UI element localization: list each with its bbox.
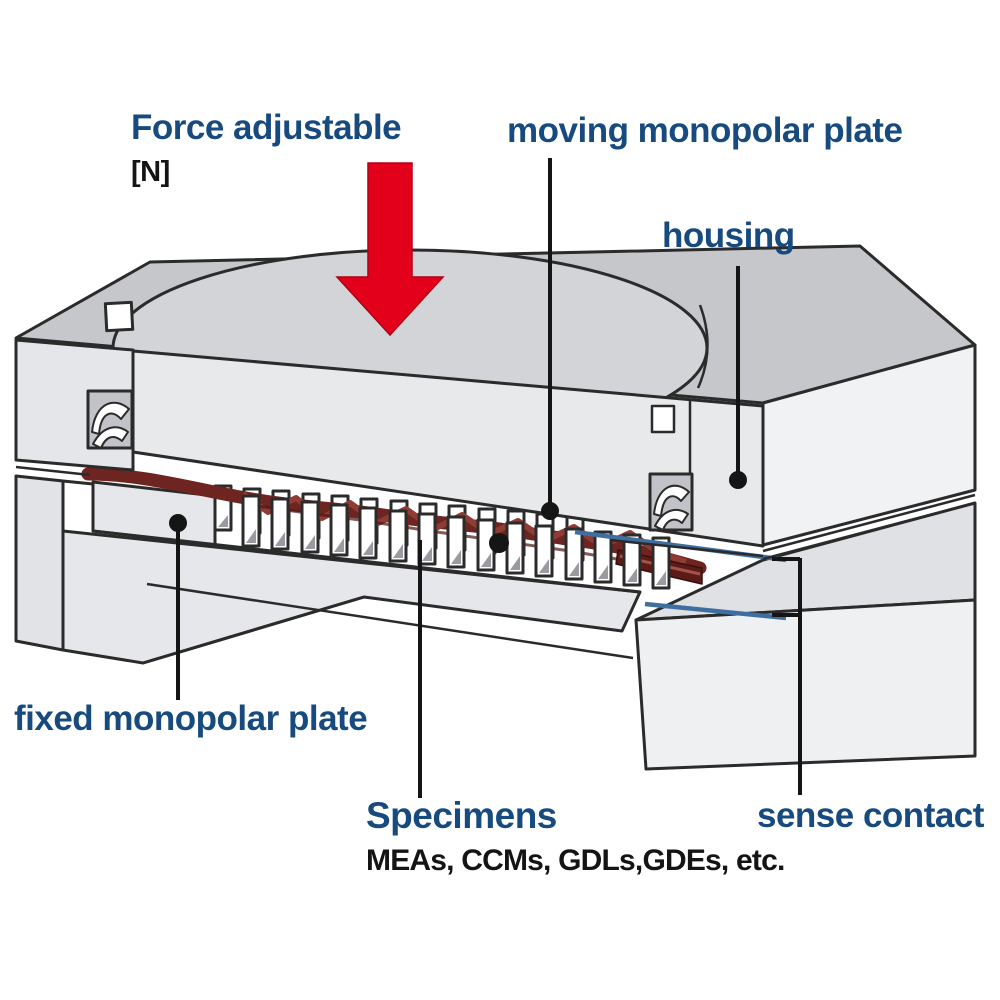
cavity-floor-edge <box>146 582 634 660</box>
lower-right-front-face <box>634 598 977 771</box>
leader-sense-contact <box>772 557 802 795</box>
leader-moving-plate <box>541 158 559 520</box>
plate-step-notch <box>650 404 676 434</box>
leader-lines <box>169 158 802 798</box>
label-fixed-monopolar-plate: fixed monopolar plate <box>14 699 368 738</box>
label-force-unit: [N] <box>131 156 170 188</box>
upper-assembly <box>14 244 977 561</box>
spring-contact-right <box>648 472 694 532</box>
top-groove-notch <box>103 300 135 333</box>
lower-assembly <box>14 467 977 771</box>
leader-specimens <box>418 533 509 798</box>
spring-contact-left <box>86 389 134 450</box>
leader-fixed-plate <box>169 514 187 700</box>
fixed-plate-seam <box>92 529 641 594</box>
cut-recess-edge <box>62 479 95 531</box>
label-moving-monopolar-plate: moving monopolar plate <box>507 111 903 150</box>
label-specimens: Specimens <box>366 795 557 836</box>
housing-right-face <box>761 343 977 547</box>
dome-rim-line <box>696 304 709 389</box>
block-gap-seams <box>15 465 976 561</box>
force-arrow-icon <box>335 162 445 337</box>
label-force-adjustable: Force adjustable <box>131 108 402 147</box>
label-sense-contact: sense contact <box>757 796 984 835</box>
label-specimens-detail: MEAs, CCMs, GDLs,GDEs, etc. <box>366 844 785 877</box>
sense-wire-lower <box>644 601 787 621</box>
lower-left-face <box>14 474 65 652</box>
label-housing: housing <box>662 216 795 255</box>
leader-housing <box>729 266 747 489</box>
